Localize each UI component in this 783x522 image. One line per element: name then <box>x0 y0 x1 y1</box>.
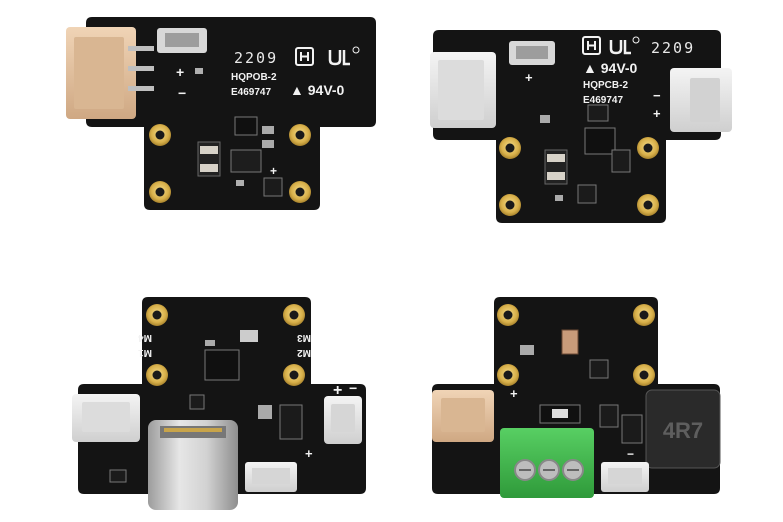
plus-mark: + <box>510 386 518 401</box>
board-2: − + + 2209 ▲ 94V-0 HQPCB-2 E469747 <box>430 30 732 223</box>
smd-components <box>195 68 283 197</box>
cert-number: E469747 <box>583 95 623 106</box>
smd-components <box>109 330 303 483</box>
mounting-holes <box>499 137 659 216</box>
board-4: 4R7 + − <box>432 297 721 498</box>
jst-connector <box>66 27 154 119</box>
slide-switch <box>509 41 555 65</box>
screw-terminal <box>500 428 594 498</box>
inductor-value: 4R7 <box>663 418 703 443</box>
flammability-rating: ▲ 94V-0 <box>583 60 638 76</box>
date-code: 2209 <box>234 49 278 67</box>
minus-mark: − <box>178 85 186 101</box>
plus-mark: + <box>333 382 342 399</box>
plus-mark-3: + <box>525 70 533 85</box>
usb-c-connector <box>148 420 238 510</box>
plus-mark-2: + <box>305 446 313 461</box>
label-m1: M1 <box>138 347 152 358</box>
mounting-holes <box>149 124 311 203</box>
label-m3: M3 <box>297 332 311 343</box>
ul-mark-icon <box>328 46 360 66</box>
date-code: 2209 <box>651 39 695 57</box>
plus-mark: + <box>653 106 661 121</box>
mounting-holes <box>497 304 655 386</box>
minus-mark: − <box>653 88 661 103</box>
board-3: M1 M2 M3 M4 − + − + <box>72 297 366 510</box>
jst-connector-small <box>245 462 297 492</box>
minus-mark: − <box>627 447 634 461</box>
model-code: HQPOB-2 <box>231 72 277 83</box>
smd-components <box>540 104 631 204</box>
minus-mark: − <box>101 387 109 403</box>
manufacturer-logo-icon <box>295 47 314 66</box>
flammability-rating: ▲ 94V-0 <box>290 82 345 98</box>
ul-mark-icon <box>609 36 640 55</box>
jst-connector-white <box>430 52 496 128</box>
jst-connector-white <box>72 394 140 442</box>
jst-connector-right <box>324 396 362 444</box>
label-m2: M2 <box>297 347 311 358</box>
mounting-holes <box>146 304 305 386</box>
manufacturer-logo-icon <box>582 36 601 55</box>
board-1: + − 2209 HQPOB-2 E469747 ▲ 94V-0 <box>66 17 376 210</box>
plus-mark-2: + <box>270 164 277 178</box>
minus-mark-2: − <box>349 380 357 396</box>
cert-number: E469747 <box>231 87 271 98</box>
jst-connector <box>432 390 494 442</box>
label-m4: M4 <box>138 332 152 343</box>
plus-mark: + <box>176 64 184 80</box>
jst-connector-small <box>601 462 649 492</box>
jst-connector-right <box>670 68 732 132</box>
smd-components <box>520 329 643 444</box>
model-code: HQPCB-2 <box>583 80 628 91</box>
power-inductor: 4R7 <box>645 389 721 469</box>
slide-switch <box>157 28 207 53</box>
